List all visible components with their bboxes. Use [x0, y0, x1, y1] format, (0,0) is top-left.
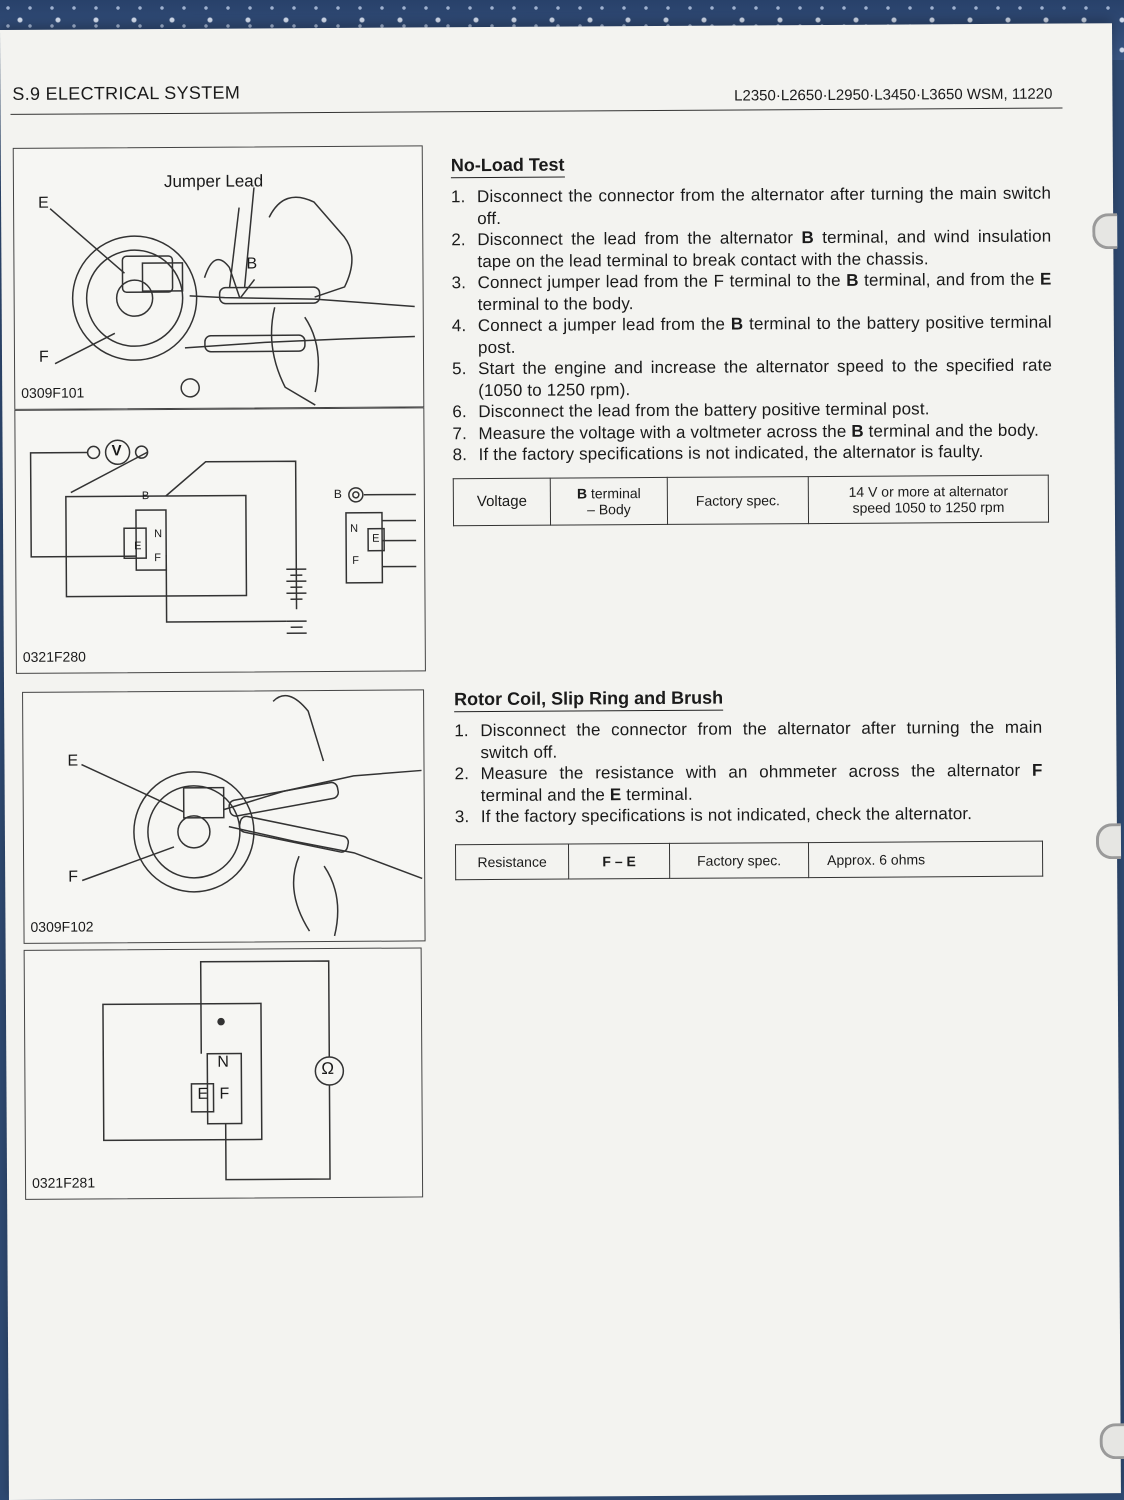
- no-load-test-section: No-Load Test 1.Disconnect the connector …: [450, 152, 1053, 526]
- step: 1.Disconnect the connector from the alte…: [450, 183, 1052, 228]
- e-right: E: [372, 532, 380, 545]
- table-cell: Resistance: [455, 843, 569, 880]
- step: 5.Start the engine and increase the alte…: [452, 355, 1053, 400]
- table-row: Resistance F – E Factory spec. Approx. 6…: [455, 840, 1043, 880]
- model-header: L2350·L2650·L2950·L3450·L3650 WSM, 11220: [734, 85, 1053, 105]
- figure-code: 0309F101: [21, 384, 85, 401]
- rotor-coil-title: Rotor Coil, Slip Ring and Brush: [454, 687, 724, 713]
- f-right: F: [352, 554, 360, 567]
- header-rule: [10, 107, 1063, 115]
- step: 2.Disconnect the lead from the alternato…: [451, 226, 1052, 271]
- step: 2.Measure the resistance with an ohmmete…: [454, 760, 1043, 805]
- alternator-jumper-drawing: [49, 187, 415, 406]
- figure-rotor-coil: E F 0309F102: [22, 689, 426, 944]
- table-cell: Voltage: [453, 477, 551, 526]
- table-cell: Factory spec.: [667, 476, 809, 524]
- step: 3.Connect jumper lead from the F termina…: [451, 269, 1052, 314]
- table-cell: B terminal– Body: [550, 476, 668, 525]
- n-right: N: [350, 522, 359, 535]
- section-header: S.9 ELECTRICAL SYSTEM: [12, 82, 241, 104]
- rotor-coil-section: Rotor Coil, Slip Ring and Brush 1.Discon…: [454, 686, 1043, 880]
- rotor-coil-drawing: [81, 694, 423, 937]
- voltmeter-label: V: [111, 442, 122, 460]
- n-left: N: [154, 528, 163, 541]
- figure-alternator-jumper: Jumper Lead E B F 0309F101: [12, 145, 425, 410]
- binder-hole: [1092, 213, 1118, 250]
- terminal-f-label: F: [68, 868, 79, 886]
- e-left: E: [134, 540, 142, 553]
- table-row: Voltage B terminal– Body Factory spec. 1…: [453, 474, 1049, 526]
- voltage-circuit-drawing: [29, 439, 417, 635]
- no-load-test-title: No-Load Test: [450, 154, 565, 179]
- table-cell: F – E: [568, 842, 670, 879]
- step: 1.Disconnect the connector from the alte…: [454, 717, 1043, 762]
- f-left: F: [154, 552, 161, 565]
- table-cell: Factory spec.: [669, 842, 809, 878]
- rotor-steps: 1.Disconnect the connector from the alte…: [454, 717, 1043, 828]
- table-cell: Approx. 6 ohms: [808, 840, 1043, 878]
- terminal-e-label: E: [67, 752, 79, 770]
- b-terminal-right: B: [333, 486, 342, 501]
- terminal-f-label: F: [38, 348, 49, 366]
- jumper-lead-label: Jumper Lead: [163, 171, 264, 192]
- no-load-steps: 1.Disconnect the connector from the alte…: [451, 183, 1053, 466]
- step: 4.Connect a jumper lead from the B termi…: [451, 312, 1052, 357]
- figure-voltage-circuit: V B B N E F N E F 0321F280: [14, 407, 426, 674]
- step: 8.If the factory specifications is not i…: [452, 442, 984, 465]
- terminal-e-label: E: [38, 194, 49, 212]
- ohmmeter-label: Ω: [321, 1058, 335, 1079]
- figure-code: 0321F280: [22, 648, 86, 665]
- resistance-spec-table: Resistance F – E Factory spec. Approx. 6…: [455, 840, 1043, 880]
- ohm-circuit-drawing: [102, 960, 345, 1181]
- manual-page: S.9 ELECTRICAL SYSTEM L2350·L2650·L2950·…: [0, 23, 1124, 1500]
- terminal-b-label: B: [246, 255, 258, 273]
- e-label: E: [197, 1085, 209, 1103]
- figure-code: 0321F281: [31, 1174, 96, 1191]
- n-label: N: [217, 1053, 229, 1071]
- f-label: F: [219, 1085, 230, 1103]
- voltage-spec-table: Voltage B terminal– Body Factory spec. 1…: [453, 474, 1049, 526]
- figure-ohm-circuit: N E F Ω 0321F281: [23, 947, 424, 1200]
- b-terminal-left: B: [141, 490, 150, 503]
- binder-hole: [1099, 1423, 1124, 1460]
- binder-hole: [1095, 823, 1122, 860]
- step: 3.If the factory specifications is not i…: [454, 804, 973, 827]
- figure-code: 0309F102: [30, 918, 94, 935]
